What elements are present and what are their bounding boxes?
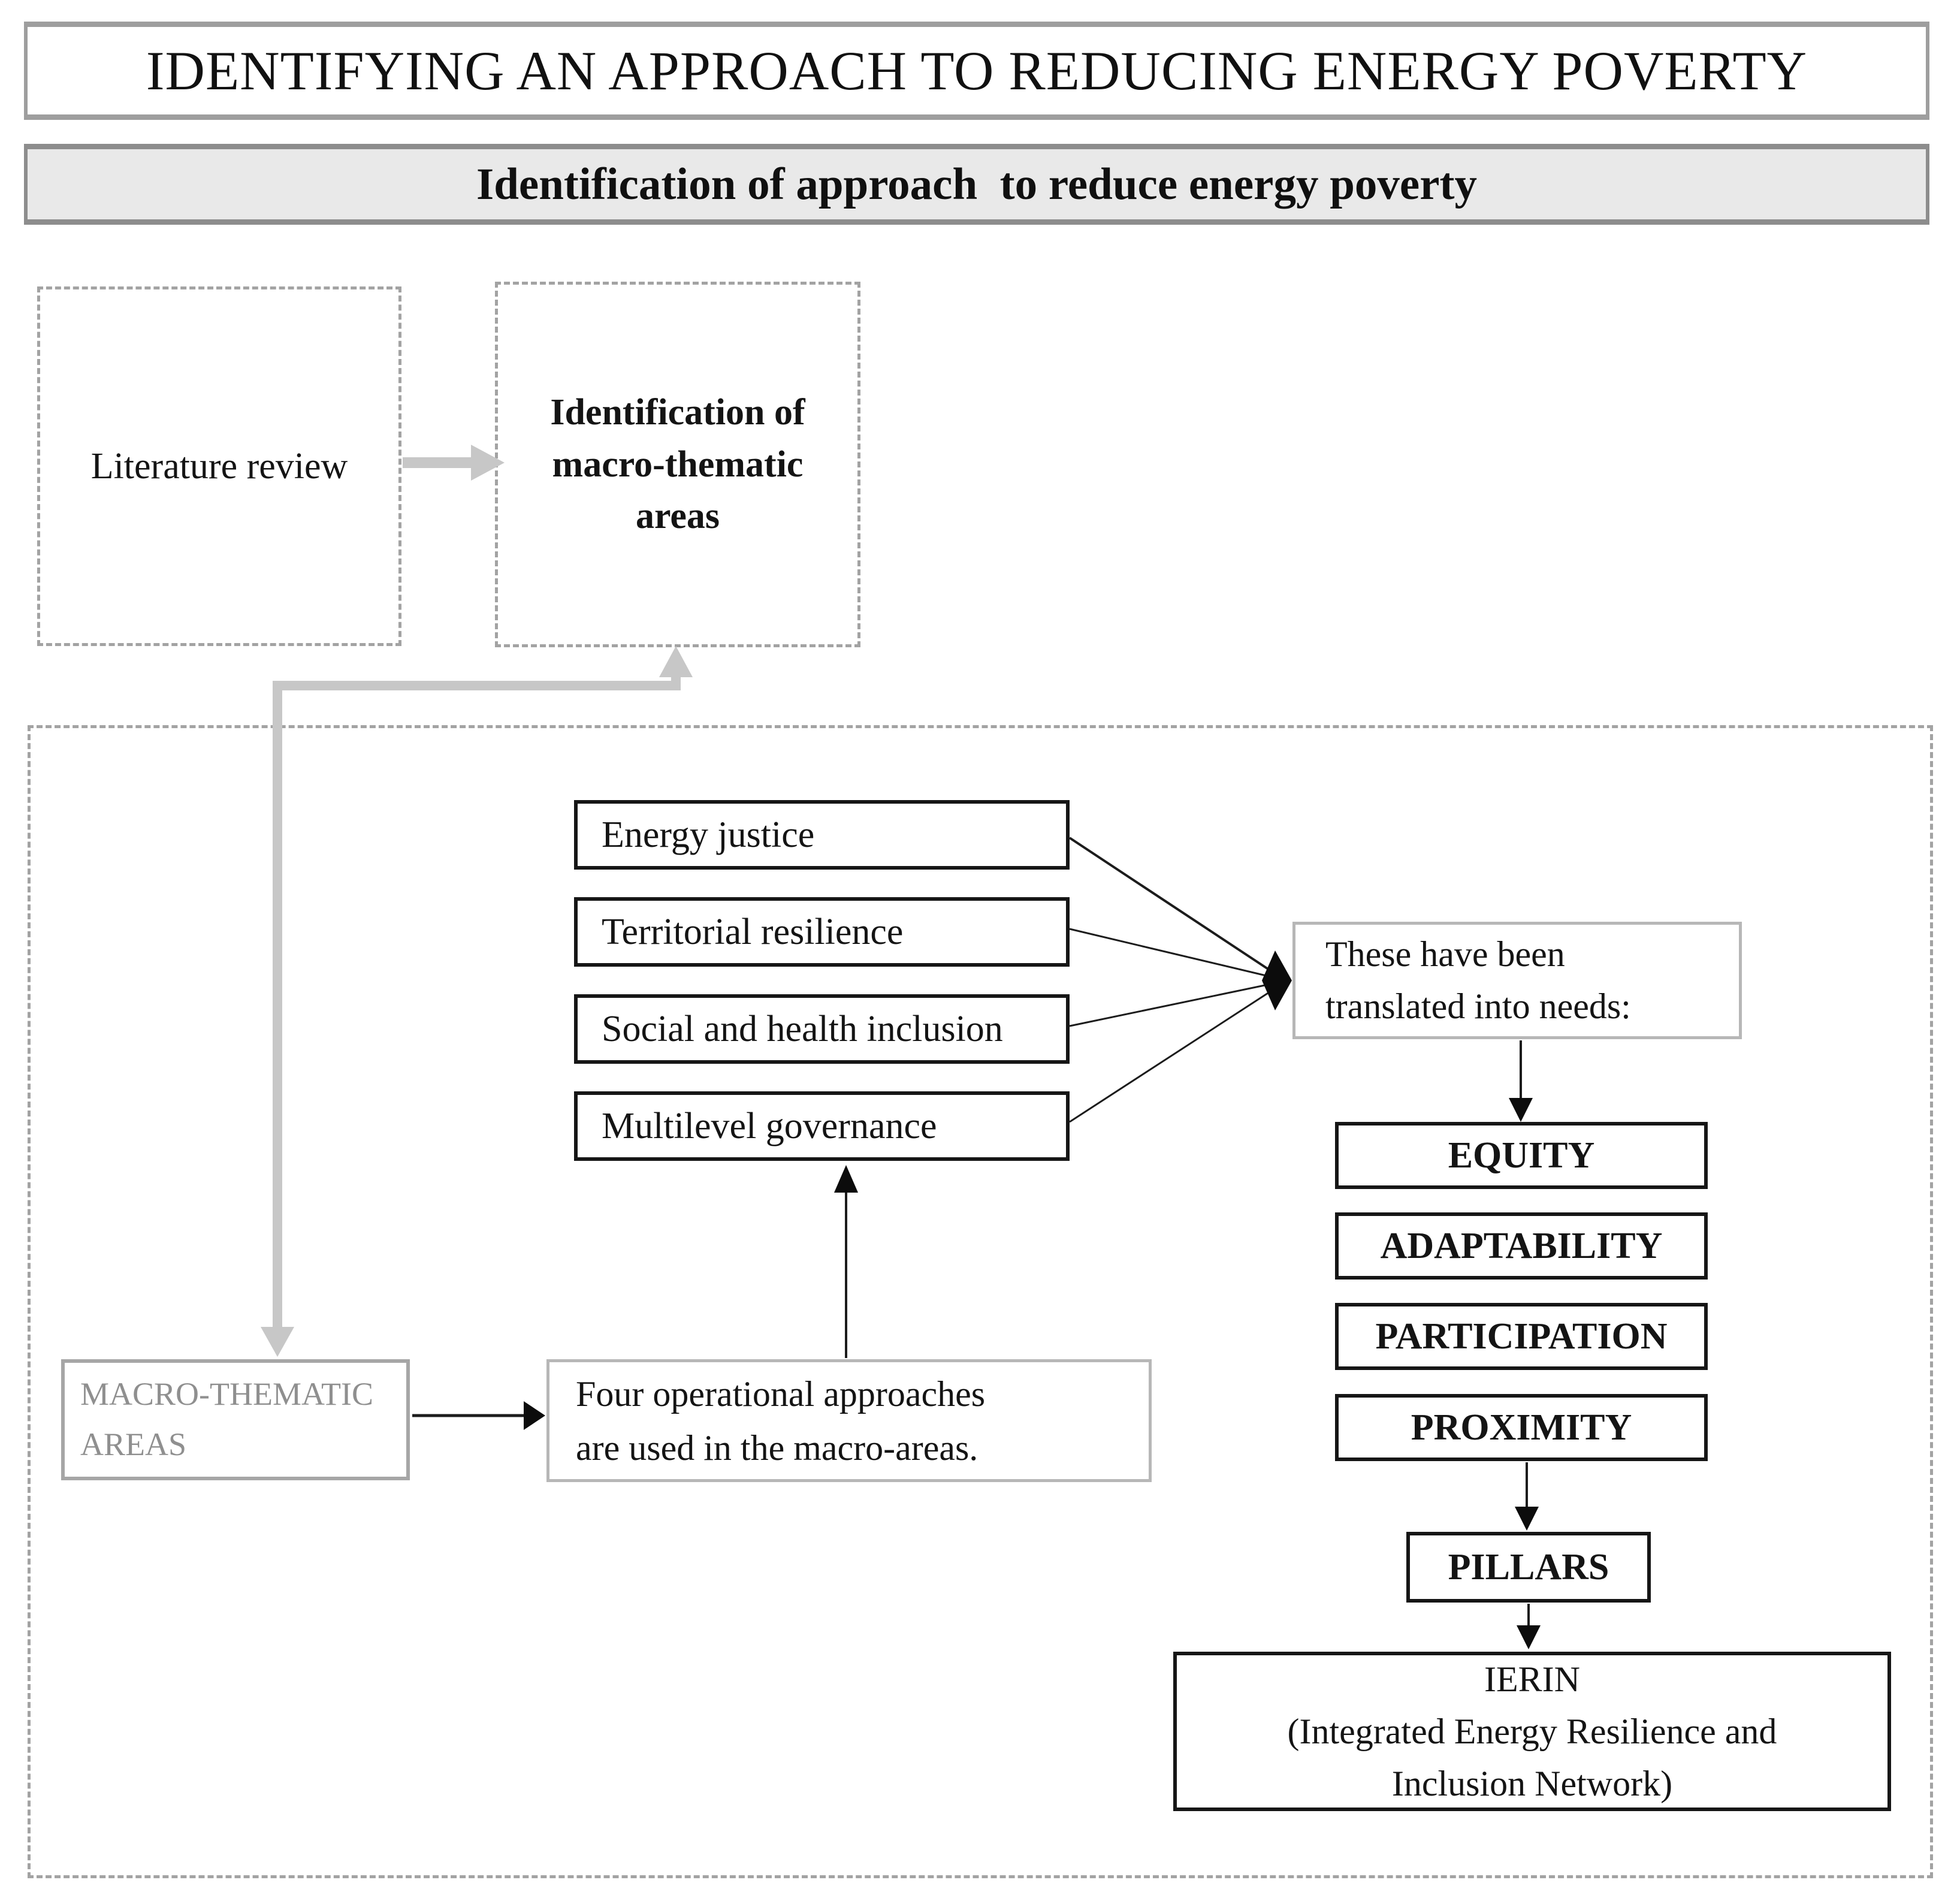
macro-thematic-areas-box: MACRO-THEMATIC AREAS — [61, 1359, 410, 1480]
four-operational-approaches-label: Four operational approaches are used in … — [576, 1374, 986, 1468]
need-label: ADAPTABILITY — [1380, 1225, 1663, 1266]
literature-review-box: Literature review — [37, 286, 401, 646]
need-label: PARTICIPATION — [1375, 1315, 1668, 1357]
ierin-label: IERIN (Integrated Energy Resilience and … — [1287, 1659, 1777, 1803]
need-box-participation: PARTICIPATION — [1335, 1303, 1708, 1370]
macro-thematic-areas-label: MACRO-THEMATIC AREAS — [80, 1376, 374, 1462]
need-label: PROXIMITY — [1411, 1407, 1632, 1448]
ierin-box: IERIN (Integrated Energy Resilience and … — [1173, 1652, 1891, 1811]
translated-needs-label: These have been translated into needs: — [1325, 934, 1631, 1026]
approach-box-energy-justice: Energy justice — [574, 800, 1070, 870]
need-label: EQUITY — [1448, 1134, 1595, 1176]
identification-macro-thematic-label: Identification of macro-thematic areas — [550, 391, 805, 537]
diagram-title: IDENTIFYING AN APPROACH TO REDUCING ENER… — [24, 22, 1929, 120]
translated-needs-box: These have been translated into needs: — [1292, 922, 1742, 1039]
diagram-subtitle-text: Identification of approach to reduce ene… — [476, 159, 1477, 209]
pillars-label: PILLARS — [1448, 1546, 1609, 1588]
need-box-adaptability: ADAPTABILITY — [1335, 1212, 1708, 1280]
need-box-equity: EQUITY — [1335, 1122, 1708, 1189]
approach-box-territorial-resilience: Territorial resilience — [574, 897, 1070, 967]
approach-box-social-health-inclusion: Social and health inclusion — [574, 994, 1070, 1064]
identification-macro-thematic-box: Identification of macro-thematic areas — [495, 282, 860, 647]
arrow-literature-to-identification — [403, 445, 505, 481]
approach-label: Social and health inclusion — [602, 1008, 1003, 1049]
approach-label: Territorial resilience — [602, 911, 904, 952]
approach-label: Energy justice — [602, 814, 815, 855]
pillars-box: PILLARS — [1406, 1532, 1651, 1603]
macro-areas-container-box — [28, 725, 1933, 1878]
literature-review-label: Literature review — [90, 445, 348, 487]
approach-box-multilevel-governance: Multilevel governance — [574, 1091, 1070, 1161]
diagram-title-text: IDENTIFYING AN APPROACH TO REDUCING ENER… — [146, 40, 1808, 101]
need-box-proximity: PROXIMITY — [1335, 1394, 1708, 1461]
four-operational-approaches-box: Four operational approaches are used in … — [546, 1359, 1152, 1482]
approach-label: Multilevel governance — [602, 1105, 937, 1146]
diagram-subtitle: Identification of approach to reduce ene… — [24, 144, 1929, 225]
